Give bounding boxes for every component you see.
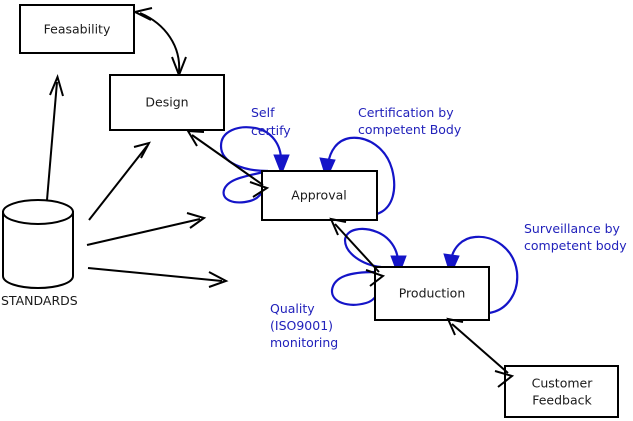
- self-loop-approval-certification: [319, 136, 396, 216]
- node-approval-label: Approval: [291, 188, 346, 203]
- annotation-self-certify-line1: Self: [251, 105, 275, 120]
- node-approval[interactable]: Approval: [261, 170, 378, 221]
- edge-standards-to-production: [87, 267, 229, 288]
- annotation-certification-line1: Certification by: [358, 105, 454, 120]
- node-customer-feedback-label-line1: Customer: [532, 376, 594, 391]
- annotation-quality-line3: monitoring: [270, 335, 338, 350]
- annotation-quality-line2: (ISO9001): [270, 318, 333, 333]
- annotation-surveillance-line2: competent body: [524, 238, 627, 253]
- node-feasability-label: Feasability: [44, 22, 111, 37]
- node-production[interactable]: Production: [374, 266, 490, 321]
- self-loop-approval-self-certify: [219, 126, 290, 204]
- edge-standards-to-feasability: [46, 73, 64, 201]
- edge-standards-to-approval: [86, 212, 207, 246]
- edge-production-to-customer-feedback: [446, 317, 515, 388]
- node-feasability[interactable]: Feasability: [19, 4, 135, 54]
- annotation-surveillance-by-competent-body: Surveillance by competent body: [524, 221, 627, 253]
- node-production-label: Production: [399, 286, 466, 301]
- annotation-certification-by-competent-body: Certification by competent Body: [358, 105, 462, 137]
- annotation-quality-line1: Quality: [270, 301, 315, 316]
- annotation-self-certify: Self certify: [251, 105, 291, 138]
- node-customer-feedback[interactable]: Customer Feedback: [504, 365, 619, 418]
- node-standards-datastore[interactable]: STANDARDS: [1, 199, 78, 308]
- edge-feasability-to-design: [132, 7, 187, 78]
- self-loop-production-surveillance: [443, 235, 519, 315]
- edge-design-to-approval: [186, 129, 270, 198]
- node-standards-label: STANDARDS: [1, 293, 78, 308]
- annotation-certification-line2: competent Body: [358, 122, 462, 137]
- annotation-self-certify-line2: certify: [251, 123, 291, 138]
- annotation-quality-monitoring: Quality (ISO9001) monitoring: [270, 301, 338, 350]
- annotation-surveillance-line1: Surveillance by: [524, 221, 621, 236]
- node-customer-feedback-label-line2: Feedback: [532, 393, 592, 408]
- node-design-label: Design: [145, 95, 188, 110]
- edge-standards-to-design: [88, 141, 151, 221]
- node-design[interactable]: Design: [109, 74, 225, 131]
- edge-approval-to-production: [329, 217, 386, 287]
